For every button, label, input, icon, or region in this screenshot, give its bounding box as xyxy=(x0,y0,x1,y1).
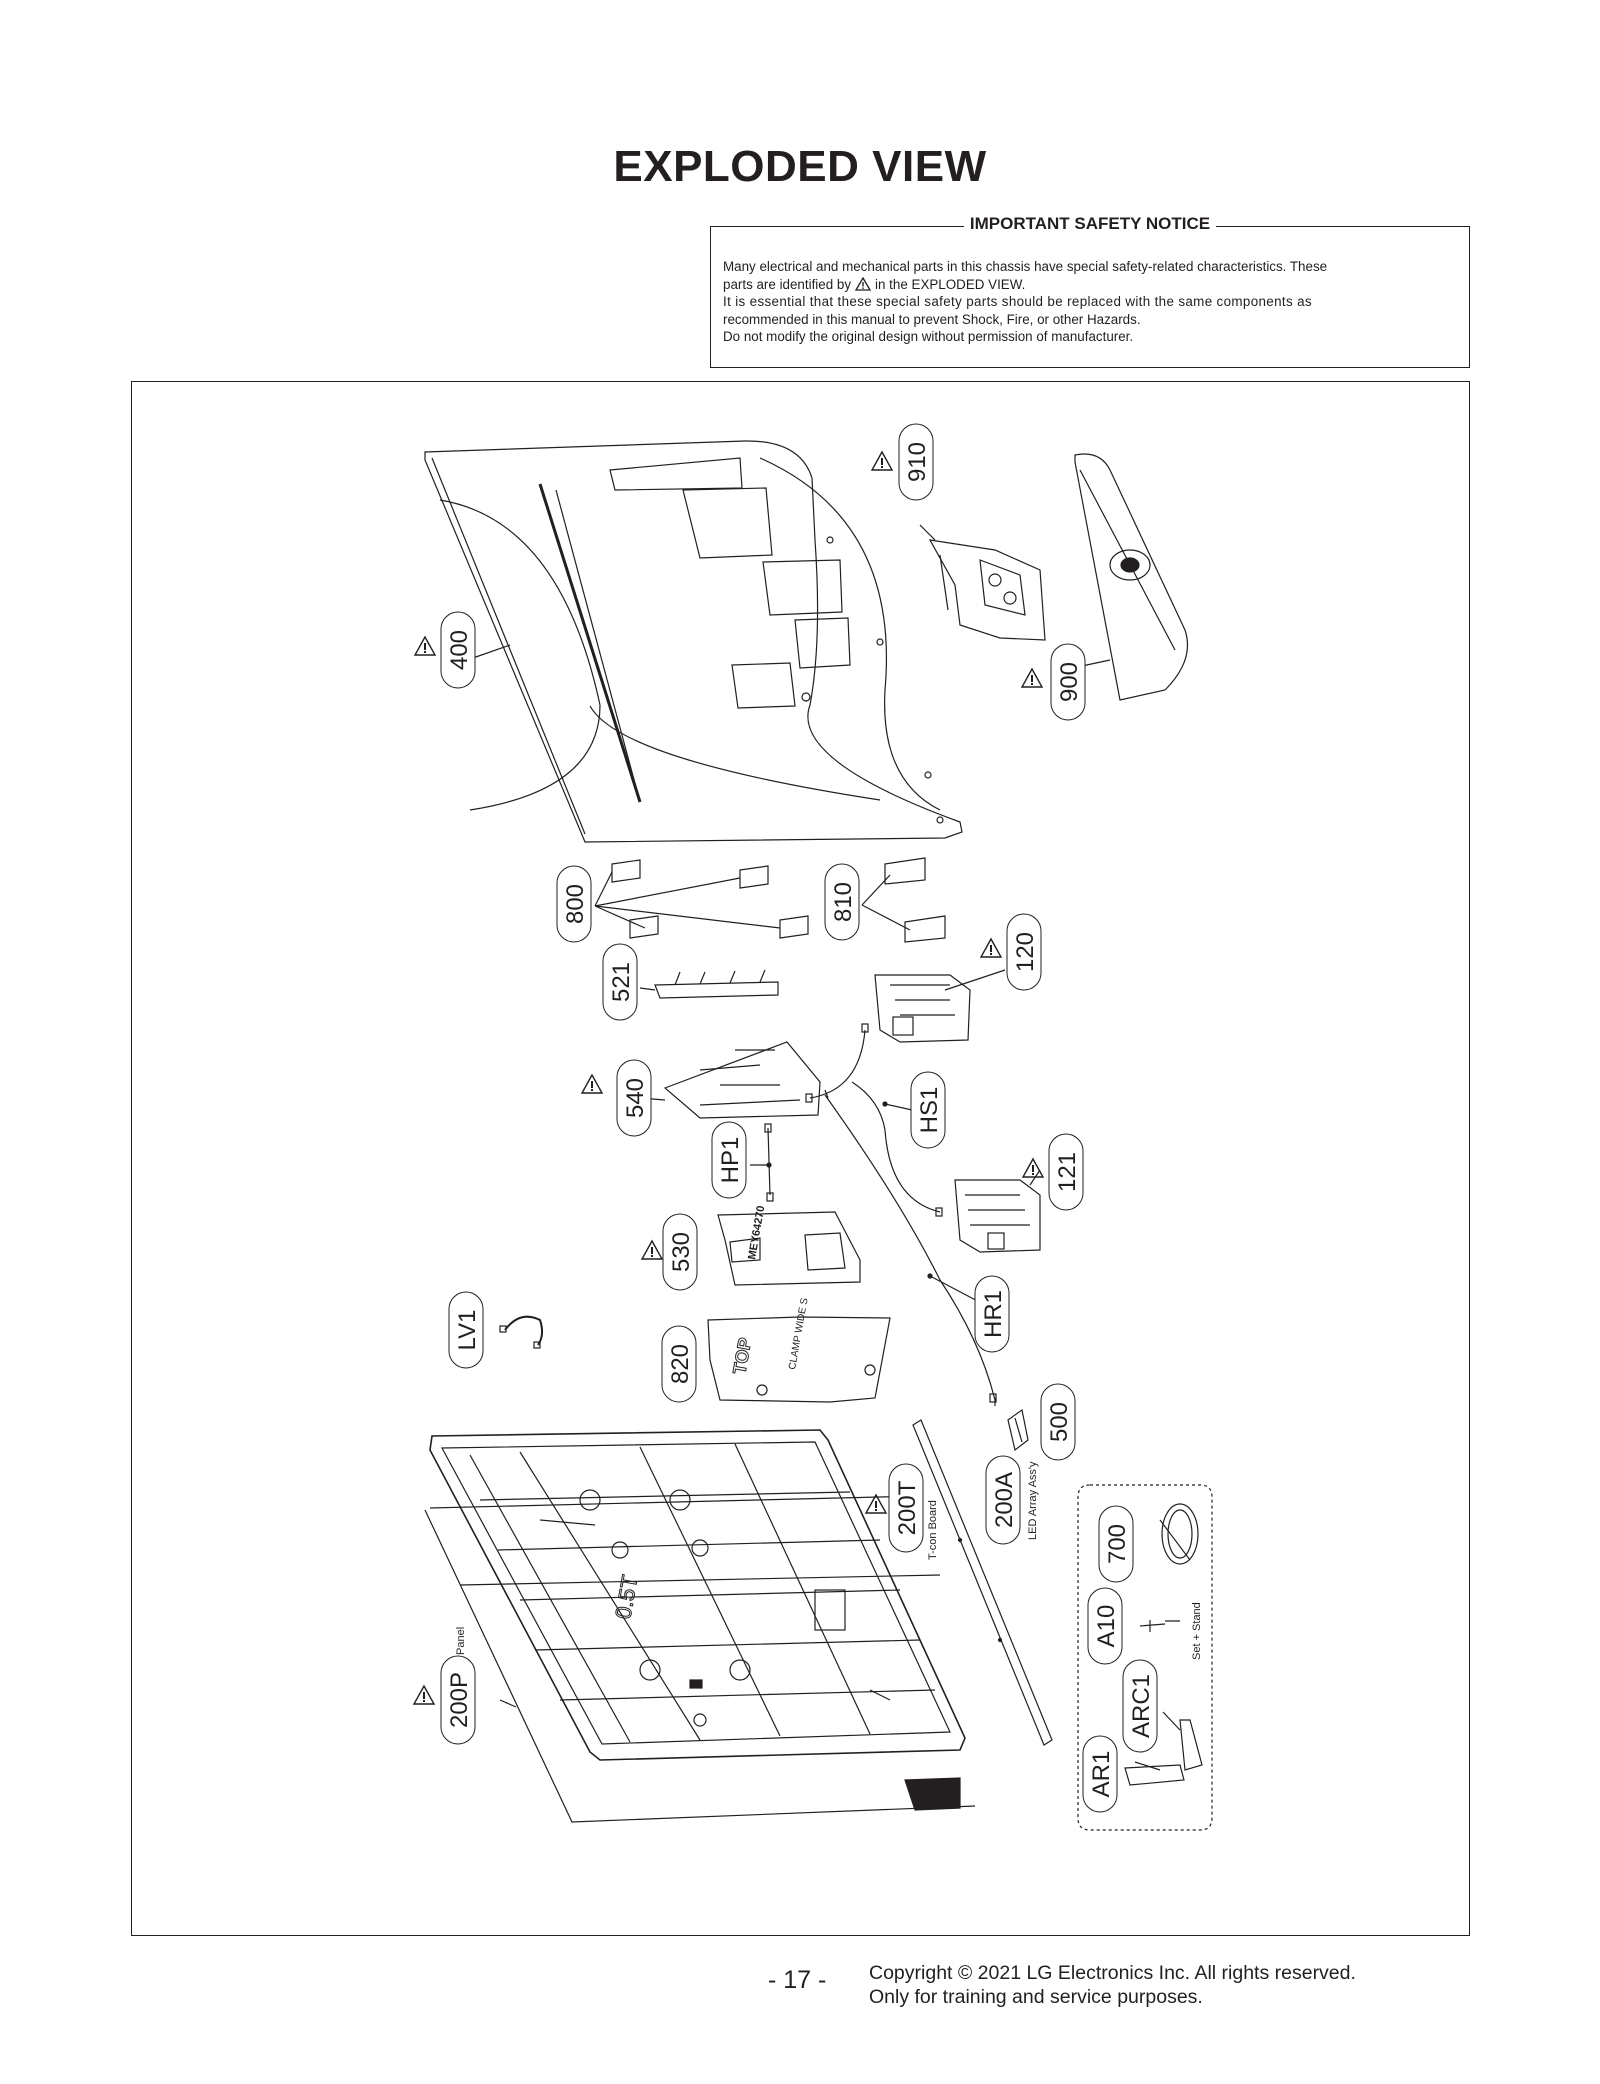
sheet-820-drawing: TOP CLAMP WIDE S xyxy=(707,1297,891,1403)
warning-icon-530 xyxy=(641,1240,663,1260)
stand-body-drawing xyxy=(928,539,1046,641)
diagram-frame xyxy=(131,381,1470,1936)
notice-line-3: It is essential that these special safet… xyxy=(723,294,1312,310)
sublabel-led: LED Array Ass'y xyxy=(1027,1461,1039,1540)
warning-icon-121 xyxy=(1022,1158,1044,1178)
part-label-200p: 200P xyxy=(440,1655,476,1745)
svg-text:700: 700 xyxy=(1104,1524,1131,1564)
page-number: - 17 - xyxy=(768,1966,827,1994)
part-label-121: 121 xyxy=(1048,1133,1084,1211)
svg-text:120: 120 xyxy=(1012,932,1039,972)
part-label-800: 800 xyxy=(556,865,592,943)
copyright-line-1: Copyright © 2021 LG Electronics Inc. All… xyxy=(869,1962,1356,1984)
bracket-800-drawing xyxy=(594,859,809,939)
board-530-drawing: MEY64270 xyxy=(717,1205,861,1286)
svg-text:200T: 200T xyxy=(894,1480,921,1535)
svg-text:530: 530 xyxy=(668,1232,695,1272)
part-label-400: 400 xyxy=(440,611,476,689)
leader-lines xyxy=(472,524,1111,1708)
warning-icon-200p xyxy=(413,1685,435,1705)
safety-notice-box: IMPORTANT SAFETY NOTICE Many electrical … xyxy=(710,214,1470,368)
sublabel-panel: Panel xyxy=(455,1627,467,1655)
cable-drawing xyxy=(750,1023,997,1406)
sublabel-stand: Set + Stand xyxy=(1191,1602,1203,1660)
svg-text:121: 121 xyxy=(1054,1152,1081,1192)
svg-text:CLAMP WIDE S: CLAMP WIDE S xyxy=(787,1297,810,1371)
power-board-120-drawing xyxy=(874,969,1006,1043)
part-label-200a: 200A xyxy=(985,1455,1021,1545)
svg-text:400: 400 xyxy=(446,630,473,670)
svg-text:521: 521 xyxy=(608,962,635,1002)
cable-lv1-drawing xyxy=(499,1315,544,1349)
svg-text:ARC1: ARC1 xyxy=(1128,1674,1155,1738)
part-label-hp1: HP1 xyxy=(711,1121,747,1199)
part-label-820: 820 xyxy=(661,1325,697,1403)
ir-500-drawing xyxy=(1007,1408,1029,1452)
svg-text:LV1: LV1 xyxy=(454,1310,481,1351)
copyright-notice: Copyright © 2021 LG Electronics Inc. All… xyxy=(869,1961,1356,2009)
part-label-810: 810 xyxy=(824,863,860,941)
part-label-521: 521 xyxy=(602,943,638,1021)
led-bar-drawing xyxy=(912,1419,1053,1746)
part-label-arc1: ARC1 xyxy=(1122,1659,1158,1753)
svg-text:500: 500 xyxy=(1046,1402,1073,1442)
bracket-810-drawing xyxy=(861,857,946,943)
part-label-540: 540 xyxy=(616,1059,652,1137)
warning-icon-910 xyxy=(871,451,893,471)
svg-text:910: 910 xyxy=(904,442,931,482)
svg-text:900: 900 xyxy=(1056,662,1083,702)
part-label-hs1: HS1 xyxy=(910,1071,946,1149)
main-board-540-drawing xyxy=(639,1041,821,1119)
svg-text:MEY64270: MEY64270 xyxy=(746,1205,767,1261)
notice-line-5: Do not modify the original design withou… xyxy=(723,329,1134,345)
svg-text:200A: 200A xyxy=(991,1472,1018,1528)
part-label-500: 500 xyxy=(1040,1383,1076,1461)
part-label-700: 700 xyxy=(1098,1505,1134,1583)
part-label-hr1: HR1 xyxy=(974,1275,1010,1353)
warning-triangle-icon xyxy=(855,276,872,291)
svg-text:0.5T: 0.5T xyxy=(610,1573,642,1621)
svg-text:810: 810 xyxy=(830,882,857,922)
warning-icon-900 xyxy=(1021,668,1043,688)
part-label-910: 910 xyxy=(898,423,934,501)
back-cover-drawing xyxy=(424,440,963,843)
svg-text:TOP: TOP xyxy=(729,1336,755,1376)
sublabel-tcon: T-con Board xyxy=(927,1500,939,1560)
part-label-120: 120 xyxy=(1006,913,1042,991)
svg-text:540: 540 xyxy=(622,1078,649,1118)
svg-text:A10: A10 xyxy=(1093,1605,1120,1648)
module-frame-drawing: 0.5T xyxy=(424,1429,976,1823)
warning-markers xyxy=(413,451,1044,1705)
safety-notice-text: Many electrical and mechanical parts in … xyxy=(723,258,1455,346)
board-121-drawing xyxy=(954,1169,1041,1253)
notice-line-4: recommended in this manual to prevent Sh… xyxy=(723,311,1141,327)
part-label-530: 530 xyxy=(662,1213,698,1291)
svg-text:HR1: HR1 xyxy=(980,1290,1007,1338)
part-label-ar1: AR1 xyxy=(1082,1735,1118,1813)
svg-text:HP1: HP1 xyxy=(717,1137,744,1184)
copyright-line-2: Only for training and service purposes. xyxy=(869,1986,1203,2008)
svg-text:HS1: HS1 xyxy=(916,1087,943,1134)
svg-text:AR1: AR1 xyxy=(1088,1751,1115,1798)
rail-521-drawing xyxy=(639,969,779,999)
page-title: EXPLODED VIEW xyxy=(613,142,987,191)
safety-notice-heading: IMPORTANT SAFETY NOTICE xyxy=(711,214,1469,234)
warning-icon-120 xyxy=(980,938,1002,958)
svg-text:800: 800 xyxy=(562,884,589,924)
part-label-lv1: LV1 xyxy=(448,1291,484,1369)
svg-text:200P: 200P xyxy=(446,1672,473,1728)
part-label-a10: A10 xyxy=(1087,1587,1123,1665)
accessory-box-drawing xyxy=(1077,1484,1213,1831)
part-label-200t: 200T xyxy=(888,1463,924,1553)
part-label-900: 900 xyxy=(1050,643,1086,721)
svg-text:820: 820 xyxy=(667,1344,694,1384)
notice-line-1: Many electrical and mechanical parts in … xyxy=(723,259,1328,274)
warning-icon-540 xyxy=(581,1074,603,1094)
warning-icon-400 xyxy=(414,636,436,656)
stand-base-drawing xyxy=(1074,453,1189,701)
